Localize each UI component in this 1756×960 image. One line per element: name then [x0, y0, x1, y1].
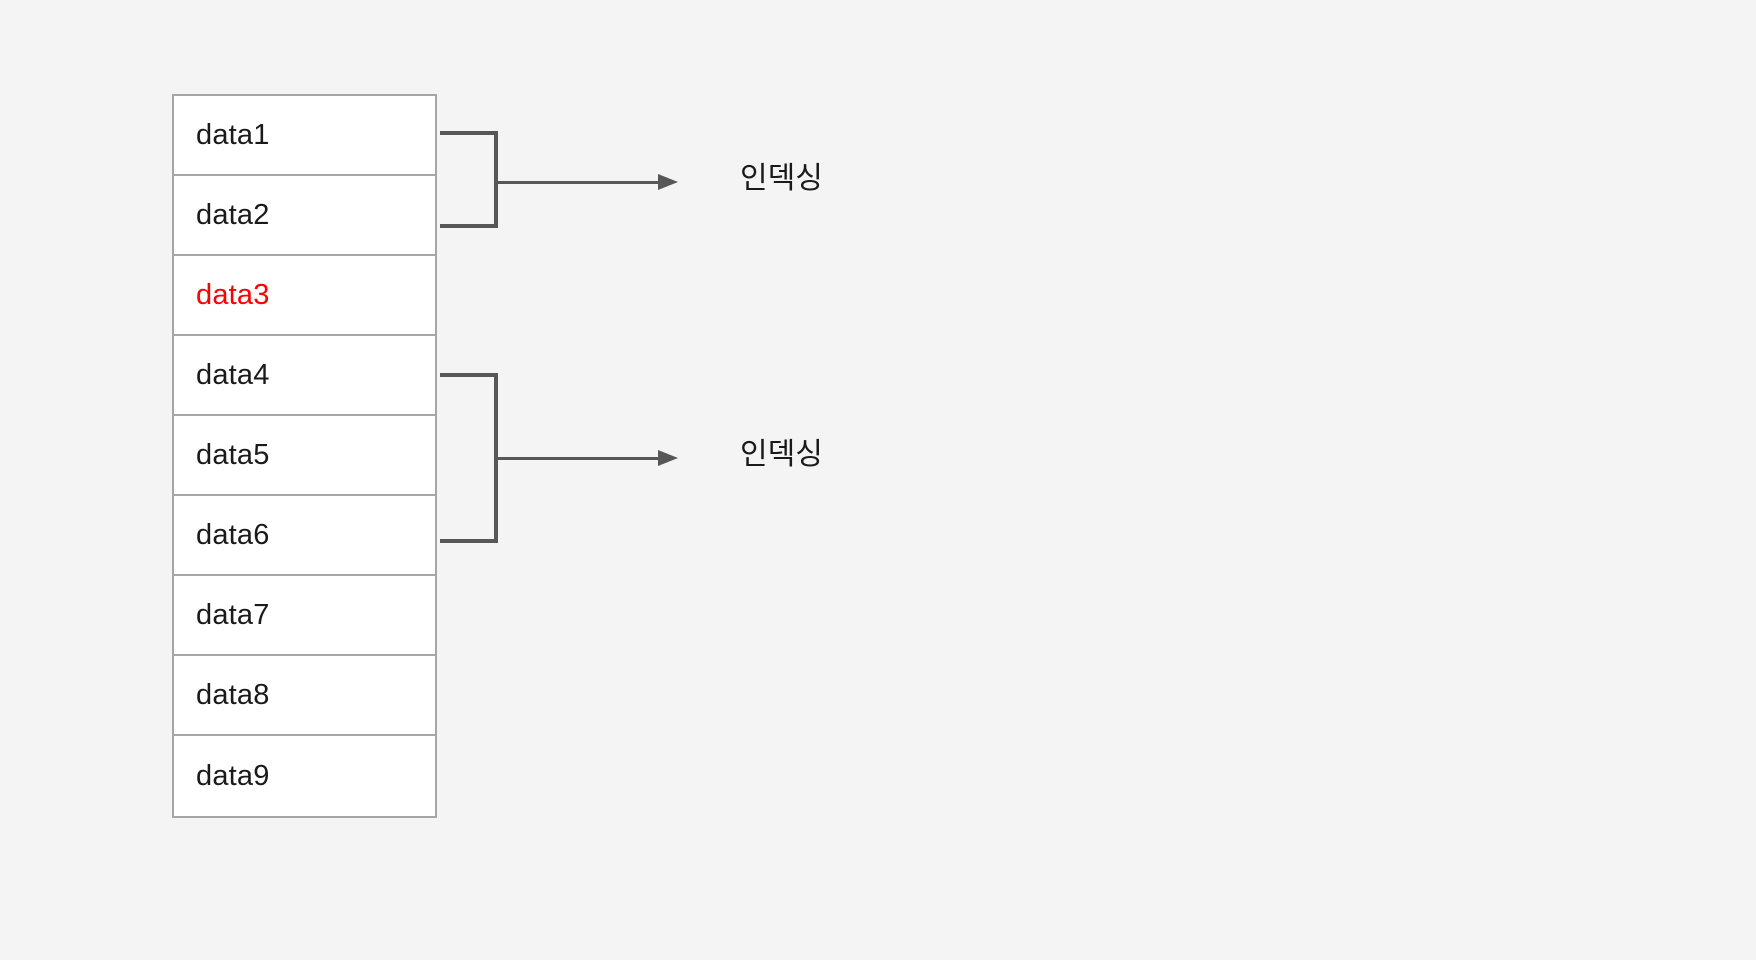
table-row: data6 [174, 496, 435, 576]
group-arrow-1 [498, 174, 678, 190]
cell-label: data4 [196, 358, 270, 391]
cell-label: data7 [196, 598, 270, 631]
cell-label: data1 [196, 118, 270, 151]
group-bracket-1 [440, 131, 498, 228]
arrow-head-icon [658, 174, 678, 190]
arrow-shaft [498, 181, 658, 184]
data-table: data1 data2 data3 data4 data5 data6 data… [172, 94, 437, 818]
table-row: data2 [174, 176, 435, 256]
cell-label: data6 [196, 518, 270, 551]
group-annotation-1: 인덱싱 [740, 162, 823, 195]
table-row: data5 [174, 416, 435, 496]
table-row: data7 [174, 576, 435, 656]
cell-label: data8 [196, 678, 270, 711]
table-row: data4 [174, 336, 435, 416]
arrow-head-icon [658, 450, 678, 466]
cell-label: data3 [196, 278, 270, 311]
table-row: data8 [174, 656, 435, 736]
cell-label: data2 [196, 198, 270, 231]
arrow-shaft [498, 457, 658, 460]
group-annotation-2: 인덱싱 [740, 438, 823, 471]
group-arrow-2 [498, 450, 678, 466]
table-row-highlighted: data3 [174, 256, 435, 336]
group-bracket-2 [440, 373, 498, 543]
cell-label: data9 [196, 759, 270, 792]
cell-label: data5 [196, 438, 270, 471]
table-row: data1 [174, 96, 435, 176]
table-row: data9 [174, 736, 435, 816]
